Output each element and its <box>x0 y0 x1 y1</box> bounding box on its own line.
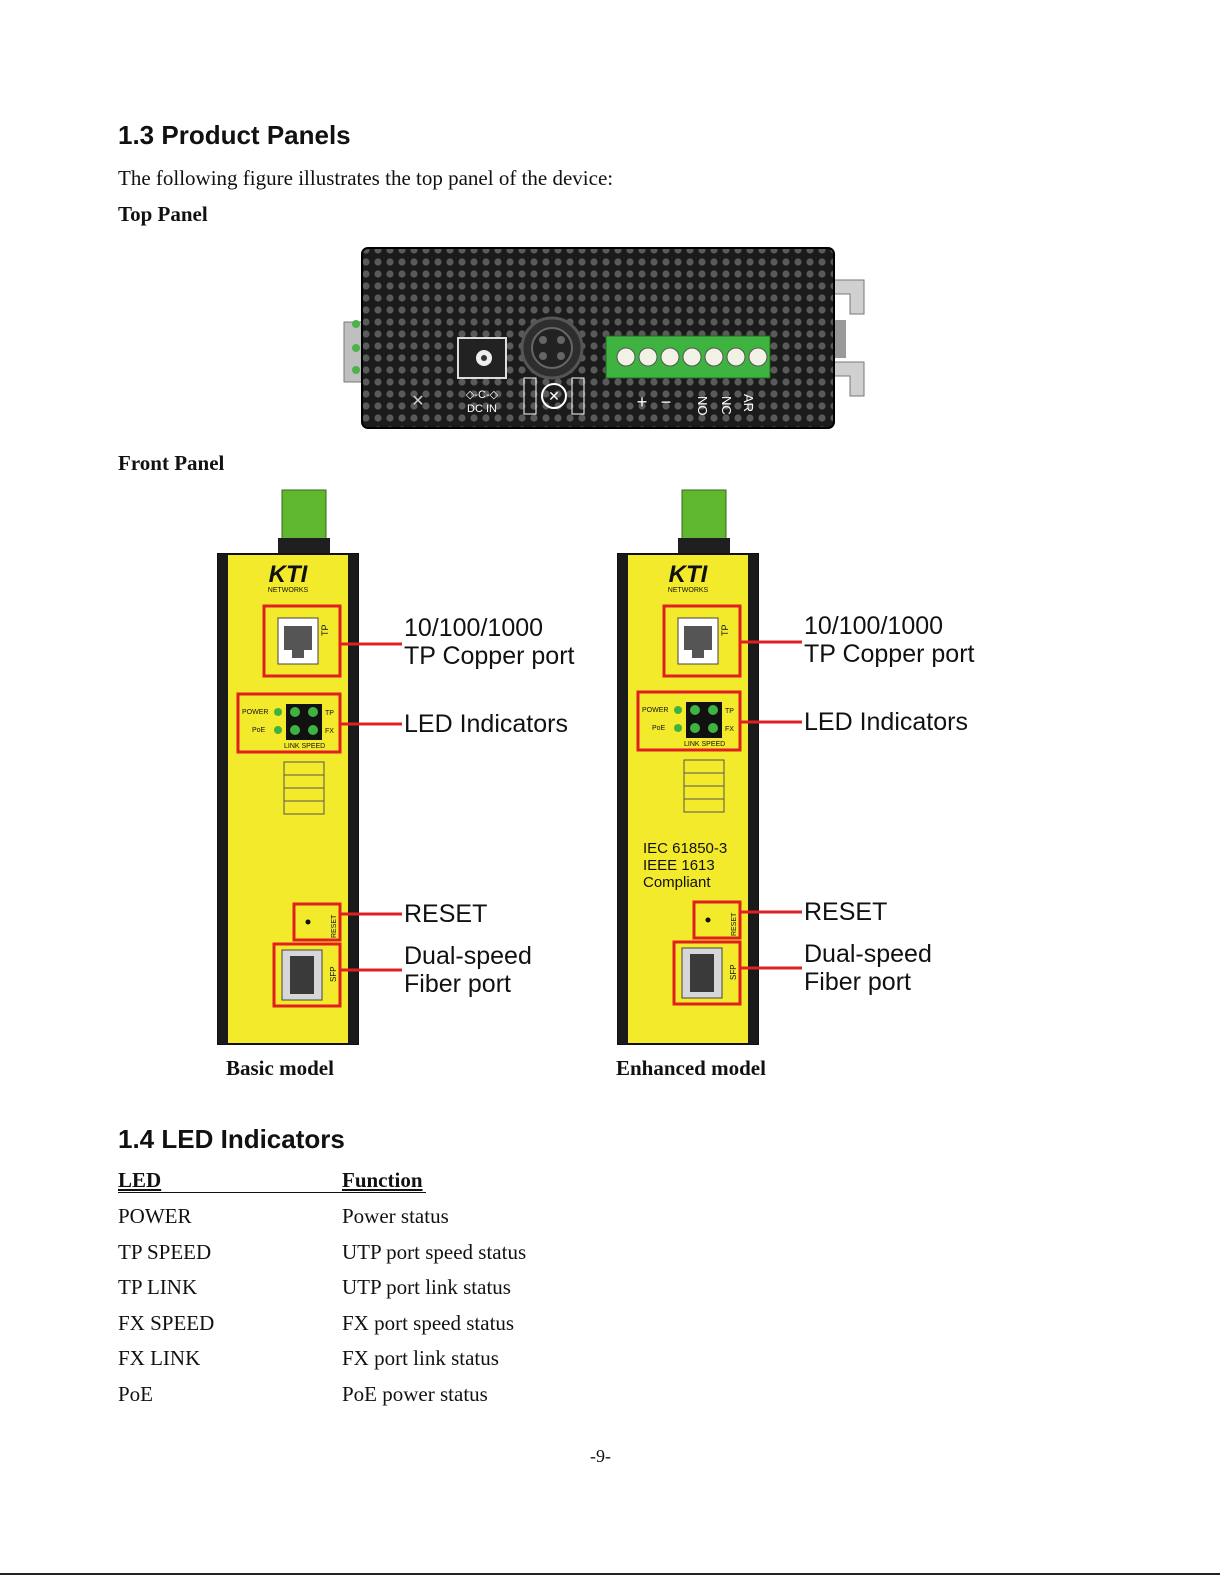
tp-port-marking: TP <box>720 624 730 636</box>
terminal-nc-marking: NC <box>719 396 734 415</box>
kti-networks: NETWORKS <box>668 587 709 594</box>
enhanced-callout-lines <box>740 640 802 970</box>
top-panel-label: Top Panel <box>118 202 208 226</box>
dc-in-marking: DC IN <box>467 403 497 415</box>
table-row-led: FX SPEED <box>118 1311 215 1335</box>
basic-callout-reset: RESET <box>404 900 488 928</box>
front-panel-label: Front Panel <box>118 451 225 475</box>
section-heading-led-indicators: 1.4 LED Indicators <box>118 1124 345 1154</box>
table-row-led: TP LINK <box>118 1275 198 1299</box>
table-row-function: FX port link status <box>342 1346 499 1370</box>
poe-led-label: PoE <box>652 725 666 732</box>
enhanced-compliance-text: IEC 61850-3 IEEE 1613 Compliant <box>643 840 728 891</box>
terminal-plus-marking: + <box>637 392 648 412</box>
sfp-marking: SFP <box>329 966 338 982</box>
link-speed-label: LINK SPEED <box>284 743 325 750</box>
terminal-no-marking: NO <box>695 396 710 416</box>
table-row-led: TP SPEED <box>118 1240 212 1264</box>
intro-paragraph: The following figure illustrates the top… <box>118 166 614 190</box>
basic-callout-tp-port: 10/100/1000 TP Copper port <box>404 614 575 670</box>
section-heading-product-panels: 1.3 Product Panels <box>118 120 351 150</box>
led-fx-label: FX <box>725 726 734 733</box>
reset-marking: RESET <box>331 914 338 938</box>
basic-model-caption: Basic model <box>226 1056 334 1080</box>
table-row-function: FX port speed status <box>342 1311 515 1335</box>
table-row-function: Power status <box>342 1204 449 1228</box>
terminal-minus-marking: − <box>661 392 672 412</box>
basic-callout-led: LED Indicators <box>404 710 568 738</box>
power-led-label: POWER <box>242 709 268 716</box>
enhanced-callout-reset: RESET <box>804 898 888 926</box>
table-row-led: POWER <box>118 1204 192 1228</box>
link-speed-label: LINK SPEED <box>684 741 725 748</box>
basic-model-device: KTI NETWORKS TP POWER PoE TP FX LINK SPE… <box>217 489 359 1045</box>
enhanced-callout-led: LED Indicators <box>804 708 968 736</box>
tp-port-marking: TP <box>320 624 330 636</box>
terminal-ar-marking: AR <box>741 394 756 412</box>
page-bottom-rule <box>0 1573 1220 1575</box>
function-column-header: Function <box>342 1168 423 1192</box>
svg-text:✕: ✕ <box>411 393 424 410</box>
basic-callout-lines <box>340 642 402 972</box>
page-number: -9- <box>590 1446 611 1466</box>
svg-text:◇-C-◇: ◇-C-◇ <box>466 389 499 401</box>
table-row-function: PoE power status <box>342 1382 488 1406</box>
enhanced-callout-tp-port: 10/100/1000 TP Copper port <box>804 612 975 668</box>
led-tp-label: TP <box>325 710 334 717</box>
basic-callout-fiber: Dual-speed Fiber port <box>404 942 532 998</box>
reset-marking: RESET <box>731 912 738 936</box>
enhanced-model-caption: Enhanced model <box>616 1056 766 1080</box>
poe-led-label: PoE <box>252 727 266 734</box>
table-row-led: FX LINK <box>118 1346 201 1370</box>
kti-logo: KTI <box>269 561 309 588</box>
top-panel-figure: ◇-C-◇ DC IN ✕ + − NO NC AR ✕ <box>343 247 865 429</box>
led-tp-label: TP <box>725 708 734 715</box>
led-fx-label: FX <box>325 728 334 735</box>
power-led-label: POWER <box>642 707 668 714</box>
kti-networks: NETWORKS <box>268 587 309 594</box>
sfp-marking: SFP <box>729 964 738 980</box>
enhanced-callout-fiber: Dual-speed Fiber port <box>804 940 932 996</box>
led-column-header: LED <box>118 1168 162 1192</box>
table-row-function: UTP port speed status <box>342 1240 527 1264</box>
enhanced-model-device: KTI NETWORKS TP POWER PoE TP FX LINK SPE… <box>617 489 759 1045</box>
header-underline <box>118 1192 426 1193</box>
table-row-led: PoE <box>118 1382 154 1406</box>
svg-text:✕: ✕ <box>548 388 560 404</box>
kti-logo: KTI <box>669 561 709 588</box>
table-row-function: UTP port link status <box>342 1275 511 1299</box>
